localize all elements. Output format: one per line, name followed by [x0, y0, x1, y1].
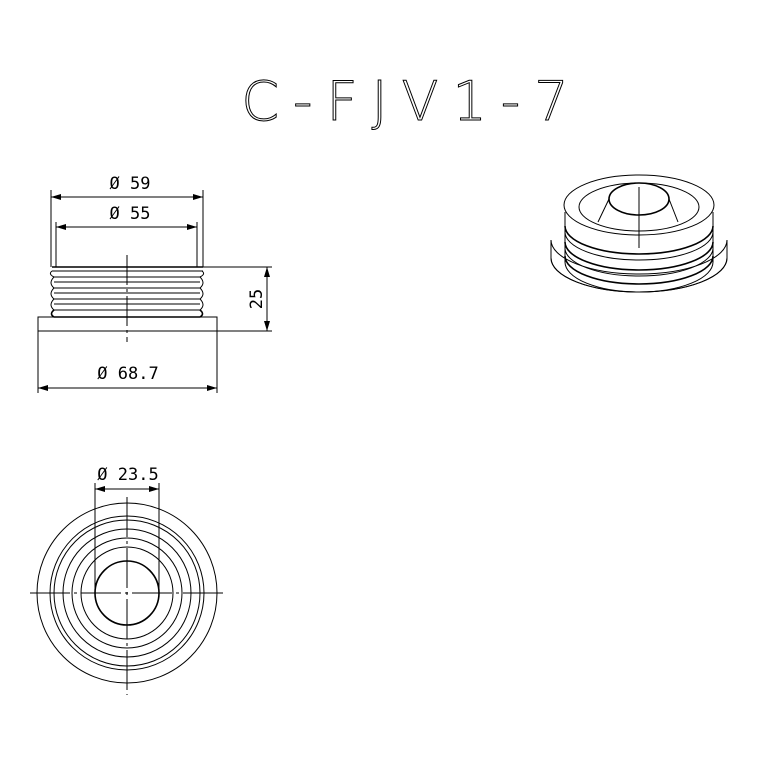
dim-d23-label: Ø 23.5 [97, 465, 158, 485]
dim-height-label: 25 [247, 289, 267, 309]
top-view: Ø 23.5 [30, 465, 225, 695]
dim-d55-label: Ø 55 [110, 204, 151, 224]
isometric-view [550, 174, 728, 293]
side-view: Ø 59 Ø 55 25 Ø 68.7 [37, 174, 272, 393]
dim-d68-label: Ø 68.7 [97, 364, 158, 384]
part-number-title: C-FJV1-7 [241, 70, 582, 133]
dim-d59-label: Ø 59 [110, 174, 151, 194]
